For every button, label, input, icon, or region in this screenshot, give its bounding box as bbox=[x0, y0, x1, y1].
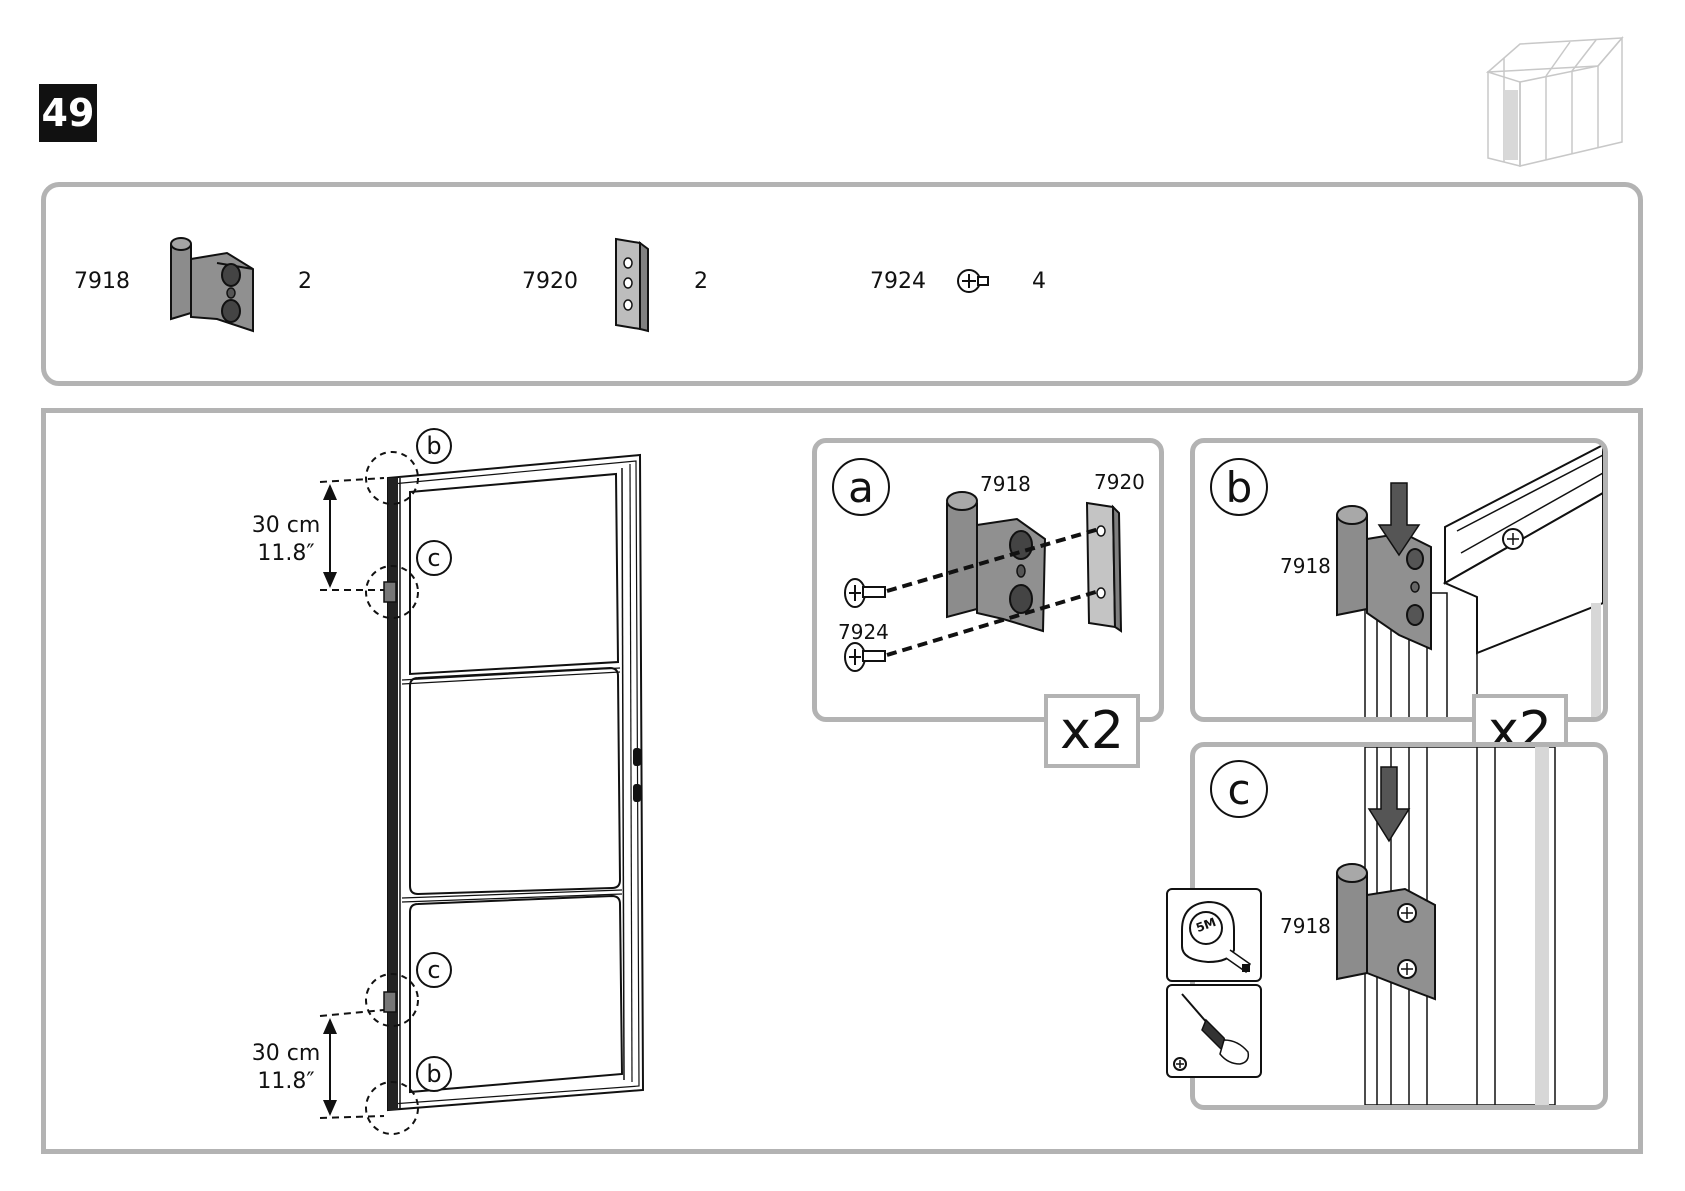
dimension-bottom-metric: 30 cm bbox=[248, 1040, 324, 1068]
dimension-top: 30 cm 11.8″ bbox=[248, 512, 324, 568]
detail-a-label-hinge: 7918 bbox=[980, 472, 1031, 496]
part-qty-7924: 4 bbox=[1032, 269, 1046, 294]
detail-c-label-hinge: 7918 bbox=[1280, 914, 1331, 938]
dimension-bottom: 30 cm 11.8″ bbox=[248, 1040, 324, 1096]
part-code-7924: 7924 bbox=[870, 269, 926, 294]
tape-measure-icon: 5M bbox=[1166, 888, 1262, 982]
door-frame-illustration bbox=[0, 0, 760, 1160]
shed-thumbnail-icon bbox=[1480, 30, 1630, 170]
screw-icon bbox=[956, 267, 990, 299]
callout-c-bottom: c bbox=[416, 952, 452, 988]
detail-a-label-plate: 7920 bbox=[1094, 470, 1145, 494]
detail-a-letter: a bbox=[832, 458, 890, 516]
detail-a-label-screw: 7924 bbox=[838, 620, 889, 644]
callout-b-bottom: b bbox=[416, 1056, 452, 1092]
screwdriver-icon bbox=[1166, 984, 1262, 1078]
detail-c-letter: c bbox=[1210, 760, 1268, 818]
dimension-top-imperial: 11.8″ bbox=[248, 540, 324, 568]
callout-c-top: c bbox=[416, 540, 452, 576]
dimension-bottom-imperial: 11.8″ bbox=[248, 1068, 324, 1096]
callout-b-top: b bbox=[416, 428, 452, 464]
dimension-top-metric: 30 cm bbox=[248, 512, 324, 540]
detail-a-multiplier: x2 bbox=[1044, 694, 1140, 768]
detail-b-letter: b bbox=[1210, 458, 1268, 516]
detail-b-label-hinge: 7918 bbox=[1280, 554, 1331, 578]
